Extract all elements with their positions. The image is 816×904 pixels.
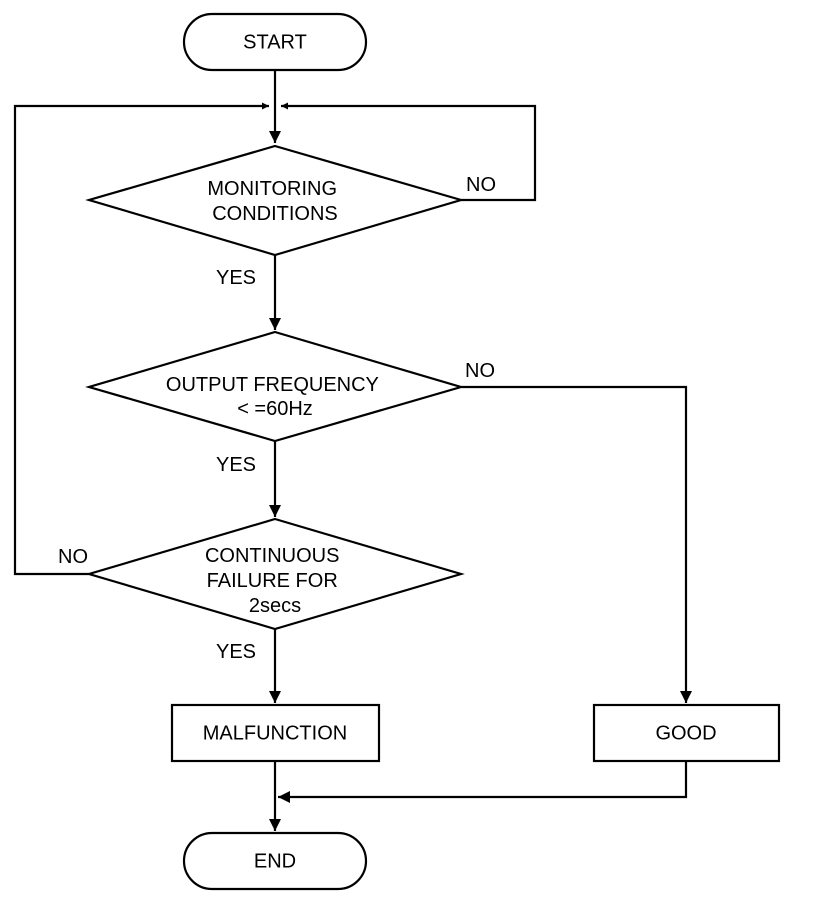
decision-monitoring-conditions xyxy=(85,144,465,257)
decision-monitoring-line-2: CONDITIONS xyxy=(212,203,338,225)
decision-continuous-label: CONTINUOUS FAILURE FOR 2secs xyxy=(205,545,345,617)
decision-continuous-line-3: 2secs xyxy=(249,595,301,617)
decision-continuous-line-1: CONTINUOUS xyxy=(205,545,339,567)
decision-frequency-line-1: OUTPUT FREQUENCY xyxy=(166,374,379,396)
end-terminal xyxy=(182,831,368,891)
decision-monitoring-line-1: MONITORING xyxy=(207,178,337,200)
decision-monitoring-label: MONITORING CONDITIONS xyxy=(207,178,342,225)
monitoring-no-loop xyxy=(281,102,537,202)
good-label: GOOD xyxy=(655,722,716,744)
decision-continuous-line-2: FAILURE FOR xyxy=(207,570,338,592)
malfunction-label: MALFUNCTION xyxy=(203,722,347,744)
frequency-no-path xyxy=(461,385,692,703)
continuous-no-loop xyxy=(13,102,269,576)
monitoring-yes-label: YES xyxy=(216,267,256,289)
continuous-no-label: NO xyxy=(58,546,88,568)
decision-frequency-label: OUTPUT FREQUENCY < =60Hz xyxy=(166,374,384,420)
frequency-no-label: NO xyxy=(465,360,495,382)
start-label: START xyxy=(243,31,307,53)
good-merge-path xyxy=(278,761,688,803)
decision-frequency-line-2: < =60Hz xyxy=(237,398,313,420)
monitoring-no-label: NO xyxy=(466,174,496,196)
frequency-yes-label: YES xyxy=(216,454,256,476)
continuous-yes-label: YES xyxy=(216,641,256,663)
end-label: END xyxy=(254,850,296,872)
